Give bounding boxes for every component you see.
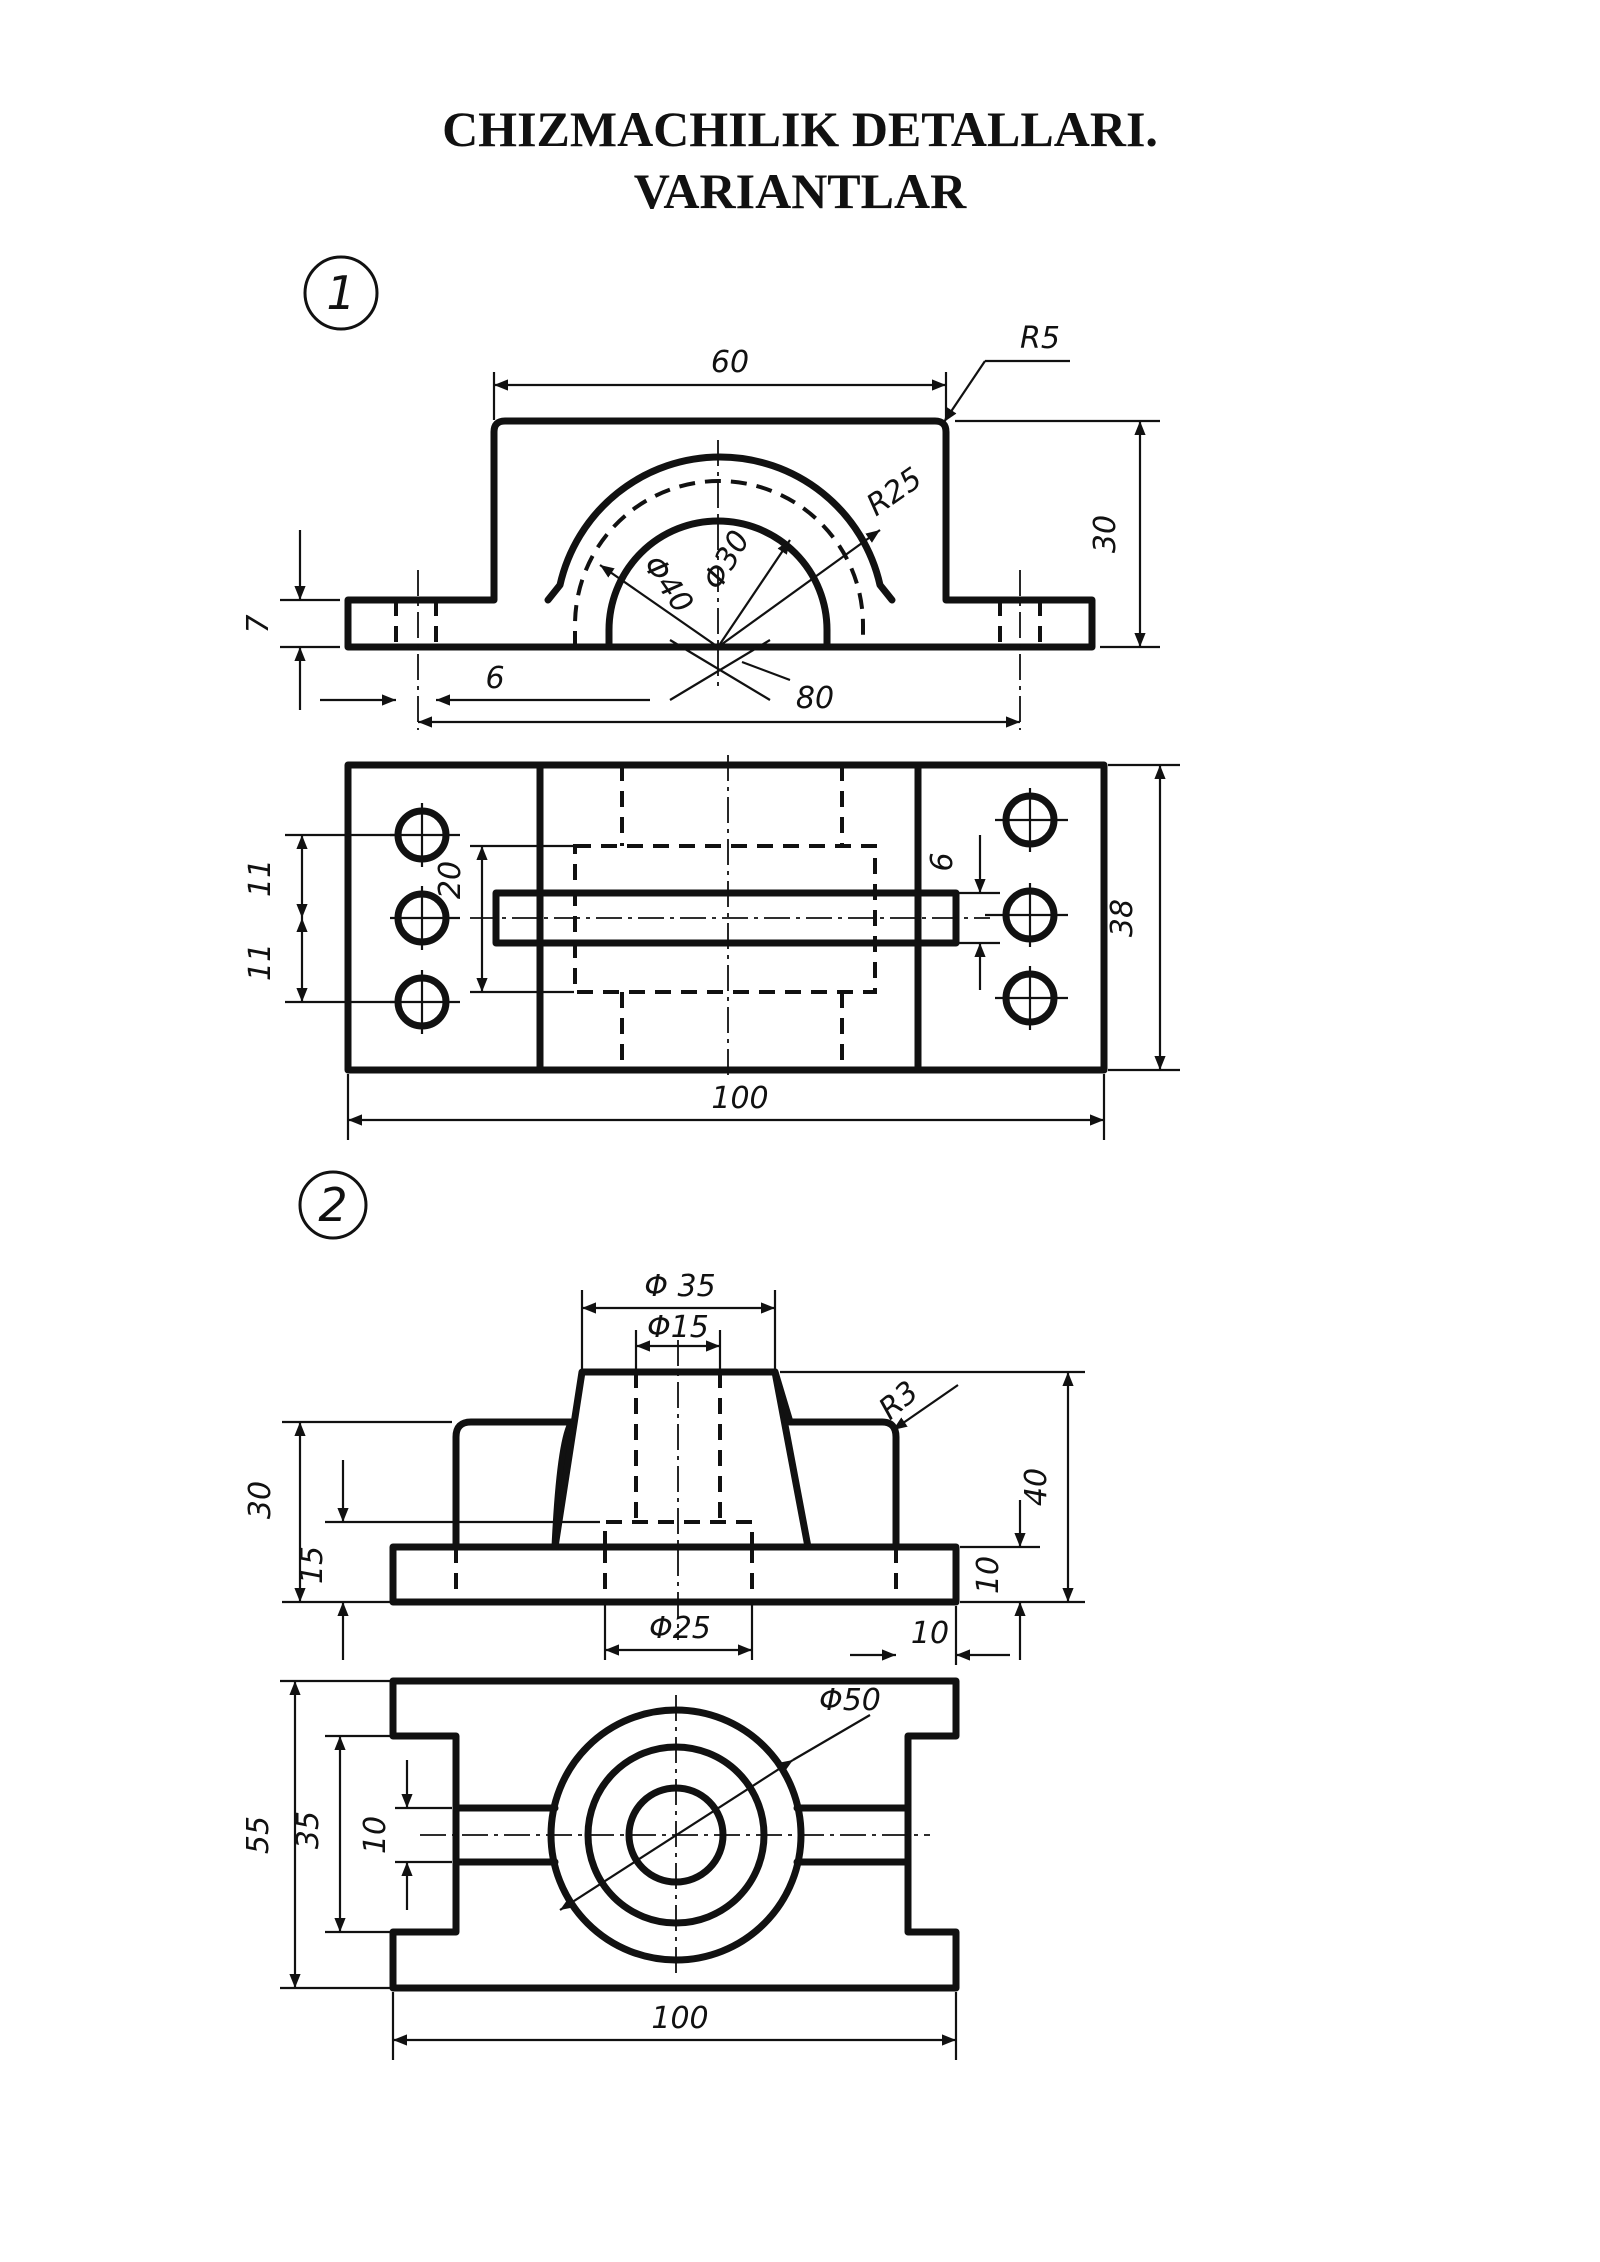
dim-dia-inner: Φ30 bbox=[696, 525, 757, 596]
variant-2-number: 2 bbox=[318, 1178, 347, 1232]
title-line-1: CHIZMACHILIK DETALLARI. bbox=[442, 101, 1158, 157]
dim-slot-length: 20 bbox=[433, 861, 468, 899]
dim-slot-width-2: 10 bbox=[358, 1816, 393, 1854]
dim-hole-pitch-b: 11 bbox=[243, 943, 278, 981]
dim-depth-2: 55 bbox=[241, 1816, 276, 1854]
variant-2-front-dimensions: Φ 35 Φ15 R3 40 10 30 bbox=[243, 1269, 1085, 1665]
dim-rib-height: 30 bbox=[243, 1481, 278, 1519]
dim-base-thickness: 7 bbox=[241, 614, 276, 633]
variant-1-top-view bbox=[344, 755, 1108, 1080]
title-line-2: VARIANTLAR bbox=[633, 163, 967, 219]
variant-1-top-dimensions: 11 11 20 6 38 100 bbox=[243, 763, 1180, 1140]
dim-counterbore-dia: Φ25 bbox=[649, 1611, 711, 1646]
dim-height: 30 bbox=[1088, 515, 1123, 553]
variant-1-holes-left bbox=[390, 803, 460, 1034]
variant-2: 2 Φ 35 Φ15 bbox=[241, 1170, 1085, 2060]
dim-ring-dia: Φ50 bbox=[819, 1683, 881, 1718]
variant-2-top-view bbox=[389, 1677, 960, 1992]
dim-slot-width: 6 bbox=[925, 852, 960, 871]
dim-hole-offset: 6 bbox=[485, 661, 504, 696]
dim-total-height: 40 bbox=[1019, 1468, 1054, 1506]
dim-arc-radius: R25 bbox=[860, 461, 928, 524]
dim-plate-thickness: 10 bbox=[971, 1556, 1006, 1594]
dim-edge-offset: 10 bbox=[911, 1616, 949, 1651]
variant-1-front-view bbox=[344, 417, 1096, 730]
dim-dia-outer: Φ40 bbox=[636, 549, 700, 620]
dim-corner-radius: R5 bbox=[1020, 321, 1060, 356]
variant-2-top-dimensions: Φ50 55 35 10 100 bbox=[241, 1679, 958, 2060]
variant-1: 1 60 bbox=[241, 255, 1180, 1140]
variant-1-holes-right bbox=[985, 788, 1068, 1030]
dim-overall-width-1: 100 bbox=[711, 1081, 768, 1116]
page-title: CHIZMACHILIK DETALLARI. VARIANTLAR bbox=[0, 98, 1600, 222]
dim-slot-length-2: 35 bbox=[291, 1811, 326, 1849]
variant-2-front-view bbox=[389, 1340, 960, 1640]
variant-1-badge: 1 bbox=[303, 255, 379, 331]
dim-width-top: 60 bbox=[711, 345, 749, 380]
dim-base-height: 15 bbox=[295, 1546, 330, 1584]
dim-boss-dia: Φ 35 bbox=[644, 1269, 715, 1304]
dim-depth-1: 38 bbox=[1105, 899, 1140, 937]
dim-overall-width-2: 100 bbox=[651, 2001, 708, 2036]
dim-hole-spacing: 80 bbox=[796, 681, 834, 716]
variant-2-badge: 2 bbox=[298, 1170, 368, 1240]
dim-hole-pitch-a: 11 bbox=[243, 859, 278, 897]
variant-1-number: 1 bbox=[326, 266, 355, 320]
dim-bore-dia: Φ15 bbox=[647, 1310, 709, 1345]
